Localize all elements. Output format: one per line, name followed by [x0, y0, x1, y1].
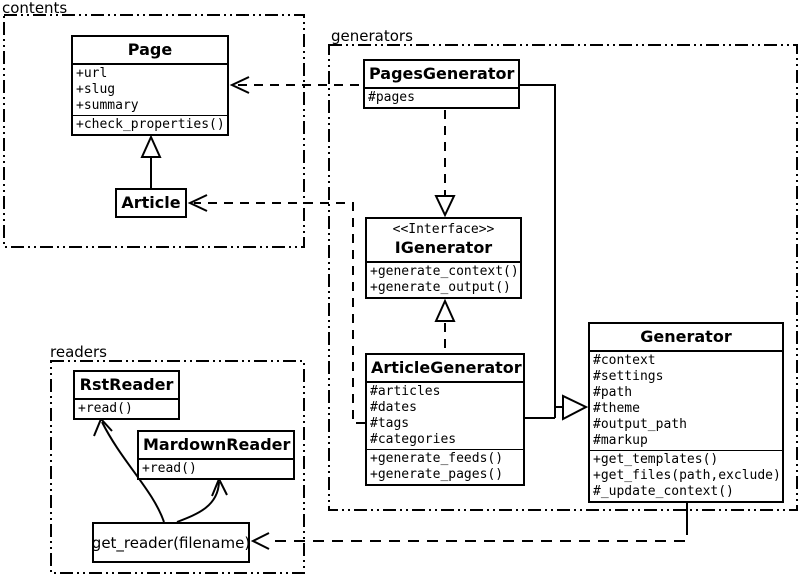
interface-igenerator-title: <<Interface>> IGenerator: [367, 219, 520, 263]
article-to-page-inheritance-arrow: [140, 134, 162, 188]
class-pagesgenerator: PagesGenerator #pages: [363, 59, 520, 109]
attribute: +slug: [76, 82, 116, 97]
function-get-reader: get_reader(filename): [92, 522, 250, 563]
attribute: #categories: [370, 432, 457, 447]
class-article-title: Article: [121, 193, 181, 212]
interface-stereotype: <<Interface>>: [392, 222, 495, 237]
getreader-to-mardownreader-arrow: [176, 476, 228, 523]
class-articlegenerator-methods: +generate_feeds()+generate_pages(): [367, 449, 523, 484]
generators-package-border: [328, 44, 798, 511]
generator-to-getreader-dependency-arrow: [250, 503, 688, 550]
attribute: #path: [593, 385, 633, 400]
class-pagesgenerator-attributes: #pages: [365, 89, 518, 107]
package-label-generators: generators: [331, 27, 413, 45]
method: +check_properties(): [76, 117, 225, 132]
readers-package-border: [50, 360, 305, 574]
attribute: +summary: [76, 98, 139, 113]
class-mardownreader: MardownReader +read(): [137, 430, 295, 480]
method: +generate_feeds(): [370, 451, 504, 466]
class-pagesgenerator-title: PagesGenerator: [365, 61, 518, 89]
class-mardownreader-title: MardownReader: [139, 432, 293, 460]
interface-igenerator: <<Interface>> IGenerator +generate_conte…: [365, 217, 522, 299]
class-articlegenerator-title: ArticleGenerator: [367, 355, 523, 383]
class-rstreader-methods: +read(): [75, 400, 178, 418]
attribute: #tags: [370, 416, 410, 431]
attribute: #dates: [370, 400, 417, 415]
method: +generate_output(): [370, 280, 511, 295]
contents-package-border: [3, 14, 305, 248]
interface-igenerator-name: IGenerator: [394, 238, 493, 257]
method: +generate_pages(): [370, 467, 504, 482]
class-generator-title: Generator: [590, 324, 782, 352]
attribute: #markup: [593, 433, 648, 448]
attribute: #context: [593, 353, 656, 368]
articlegenerator-to-igenerator-realization-arrow: [434, 298, 456, 352]
attribute: #pages: [368, 90, 415, 105]
package-label-readers: readers: [50, 343, 107, 361]
attribute: +url: [76, 66, 108, 81]
class-rstreader: RstReader +read(): [73, 370, 180, 420]
class-generator-attributes: #context#settings#path#theme#output_path…: [590, 352, 782, 450]
attribute: #theme: [593, 401, 640, 416]
interface-igenerator-methods: +generate_context()+generate_output(): [367, 263, 520, 297]
class-generator: Generator #context#settings#path#theme#o…: [588, 322, 784, 503]
method: +read(): [78, 401, 133, 416]
class-page: Page +url+slug+summary +check_properties…: [71, 35, 229, 136]
method: +generate_context(): [370, 264, 519, 279]
attribute: #settings: [593, 369, 664, 384]
attribute: #output_path: [593, 417, 687, 432]
generators-to-generator-inheritance-arrow: [520, 84, 589, 421]
class-mardownreader-methods: +read(): [139, 460, 293, 478]
pagesgenerator-to-igenerator-realization-arrow: [434, 110, 456, 218]
class-page-title: Page: [73, 37, 227, 65]
package-label-contents: contents: [2, 0, 68, 17]
class-generator-methods: +get_templates()+get_files(path,exclude)…: [590, 450, 782, 501]
method: +get_templates(): [593, 452, 719, 467]
articlegenerator-to-article-dependency-arrow: [187, 194, 365, 424]
method: #_update_context(): [593, 484, 734, 499]
class-article: Article: [115, 188, 187, 218]
class-articlegenerator: ArticleGenerator #articles#dates#tags#ca…: [365, 353, 525, 486]
class-articlegenerator-attributes: #articles#dates#tags#categories: [367, 383, 523, 449]
method: +get_files(path,exclude): [593, 468, 781, 483]
pagesgenerator-to-page-dependency-arrow: [229, 76, 363, 94]
attribute: #articles: [370, 384, 441, 399]
method: +read(): [142, 461, 197, 476]
class-rstreader-title: RstReader: [75, 372, 178, 400]
class-page-attributes: +url+slug+summary: [73, 65, 227, 115]
class-page-methods: +check_properties(): [73, 115, 227, 134]
